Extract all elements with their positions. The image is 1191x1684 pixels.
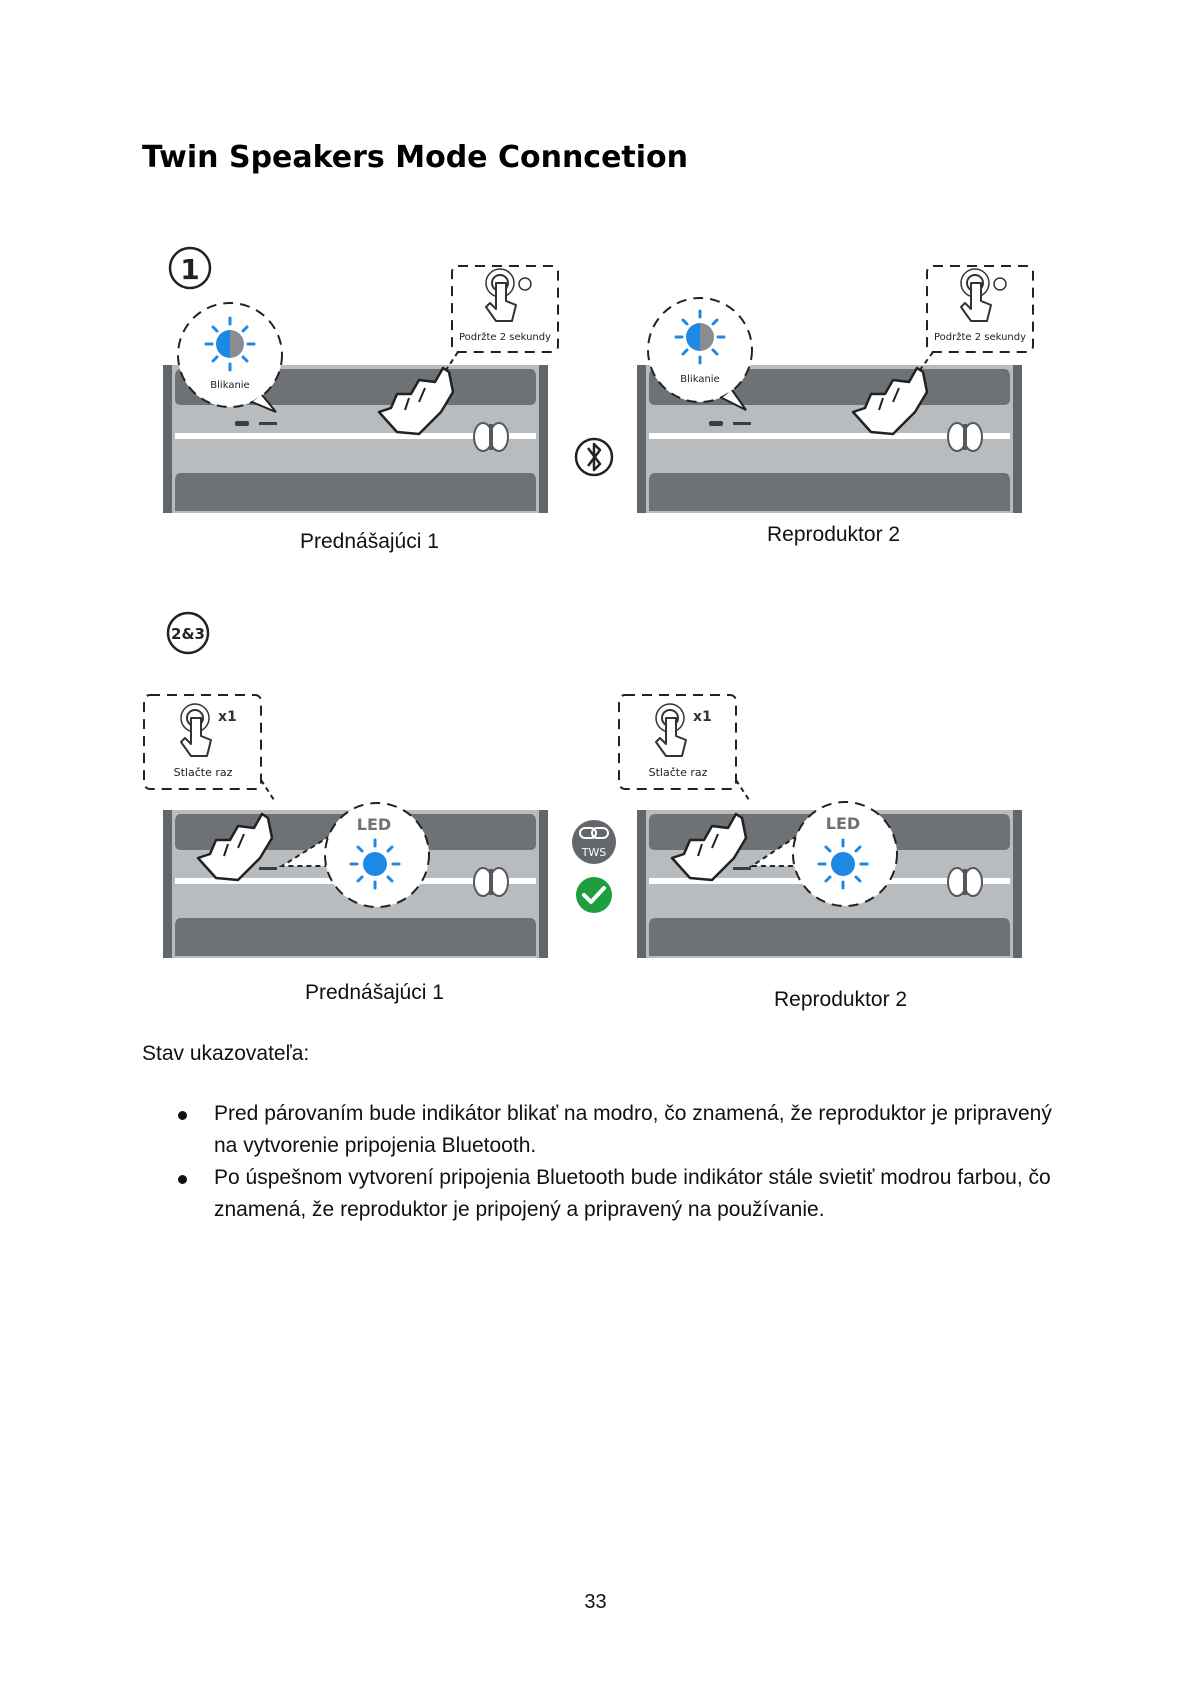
- step-2-3-badge: 2&3: [166, 611, 210, 655]
- svg-text:Blikanie: Blikanie: [680, 374, 719, 385]
- led-half-icon: [674, 309, 726, 365]
- press-callout-right: x1 Stlačte raz: [618, 694, 750, 801]
- svg-text:Podržte 2 sekundy: Podržte 2 sekundy: [934, 331, 1026, 343]
- led-blink-callout-left: Blikanie: [177, 302, 283, 413]
- check-icon: [576, 877, 612, 913]
- led-on-icon: [349, 838, 401, 890]
- step2-left-speaker: x1 Stlačte raz LED: [143, 694, 549, 959]
- bullet-icon: [178, 1111, 187, 1120]
- caption-step1-left: Prednášajúci 1: [300, 530, 439, 553]
- tws-icon: TWS: [572, 820, 616, 864]
- led-blink-callout-right: Blikanie: [647, 297, 753, 411]
- led-on-callout-left: LED: [278, 802, 430, 908]
- svg-text:1: 1: [180, 253, 199, 286]
- svg-text:2&3: 2&3: [171, 625, 205, 643]
- caption-step2-left: Prednášajúci 1: [305, 981, 444, 1004]
- list-item: Po úspešnom vytvorení pripojenia Bluetoo…: [178, 1162, 1058, 1226]
- page-title: Twin Speakers Mode Conncetion: [142, 140, 689, 175]
- hold-callout-left: Podržte 2 sekundy: [445, 265, 559, 371]
- clock-icon: [518, 277, 532, 291]
- hold-callout-right: Podržte 2 sekundy: [919, 265, 1034, 371]
- svg-text:x1: x1: [693, 709, 712, 725]
- step2-right-speaker: x1 Stlačte raz LED: [618, 694, 1023, 959]
- led-on-callout-right: LED: [748, 801, 898, 907]
- led-half-icon: [204, 316, 256, 372]
- svg-text:TWS: TWS: [581, 846, 607, 859]
- status-list: Pred párovaním bude indikátor blikať na …: [178, 1098, 1058, 1226]
- caption-step1-right: Reproduktor 2: [767, 523, 901, 546]
- page-number: 33: [584, 1591, 607, 1613]
- svg-text:Podržte 2 sekundy: Podržte 2 sekundy: [459, 331, 551, 343]
- led-on-icon: [817, 838, 869, 890]
- bullet-icon: [178, 1175, 187, 1184]
- caption-step2-right: Reproduktor 2: [774, 988, 908, 1011]
- step1-left-speaker: Podržte 2 sekundy Blikanie: [162, 265, 559, 514]
- clock-icon: [993, 277, 1007, 291]
- svg-text:LED: LED: [826, 814, 860, 833]
- press-callout-left: x1 Stlačte raz: [143, 694, 275, 801]
- svg-text:LED: LED: [357, 815, 391, 834]
- list-item: Pred párovaním bude indikátor blikať na …: [178, 1098, 1058, 1162]
- status-heading: Stav ukazovateľa:: [142, 1042, 310, 1065]
- svg-text:Blikanie: Blikanie: [210, 380, 249, 391]
- svg-text:x1: x1: [218, 709, 237, 725]
- svg-text:Stlačte raz: Stlačte raz: [174, 766, 233, 779]
- step-1-badge: 1: [168, 246, 212, 290]
- bluetooth-icon: [574, 437, 614, 477]
- svg-text:Stlačte raz: Stlačte raz: [649, 766, 708, 779]
- step1-right-speaker: Podržte 2 sekundy Blikanie: [636, 265, 1034, 514]
